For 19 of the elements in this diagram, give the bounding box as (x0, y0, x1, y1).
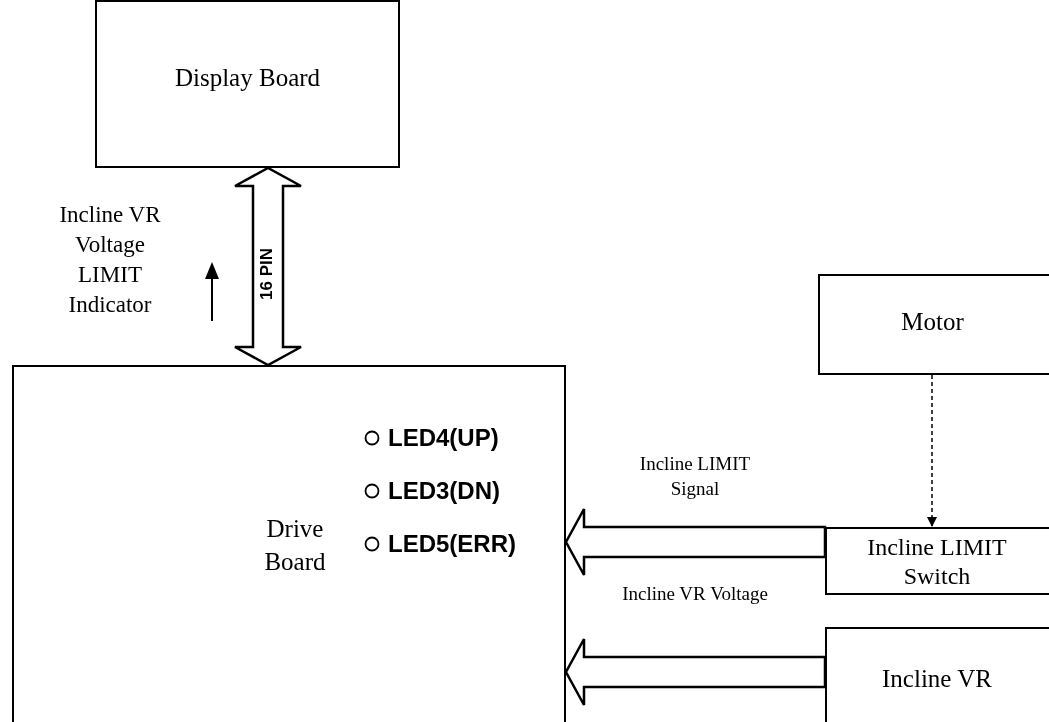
block-label: Incline LIMIT Switch (866, 533, 1008, 591)
block-box (825, 627, 1049, 722)
block-arrow (564, 637, 827, 707)
block-label: Motor (900, 307, 965, 337)
block-arrow (233, 166, 303, 367)
led-label: LED4(UP) (388, 424, 499, 452)
block-box (95, 0, 400, 168)
block-arrow (564, 507, 827, 577)
block-label: Drive Board (263, 514, 327, 577)
block-box (818, 274, 1049, 375)
signal-label: Incline VR Voltage LIMIT Indicator (58, 201, 162, 319)
edge-label: 16 PIN (256, 247, 277, 302)
block-box (825, 527, 1049, 595)
led-label: LED3(DN) (388, 477, 500, 505)
block-label: Display Board (173, 63, 322, 93)
arrow (926, 374, 938, 528)
block-label: Incline VR (881, 664, 993, 694)
led-label: LED5(ERR) (388, 530, 516, 558)
block-box (12, 365, 566, 722)
